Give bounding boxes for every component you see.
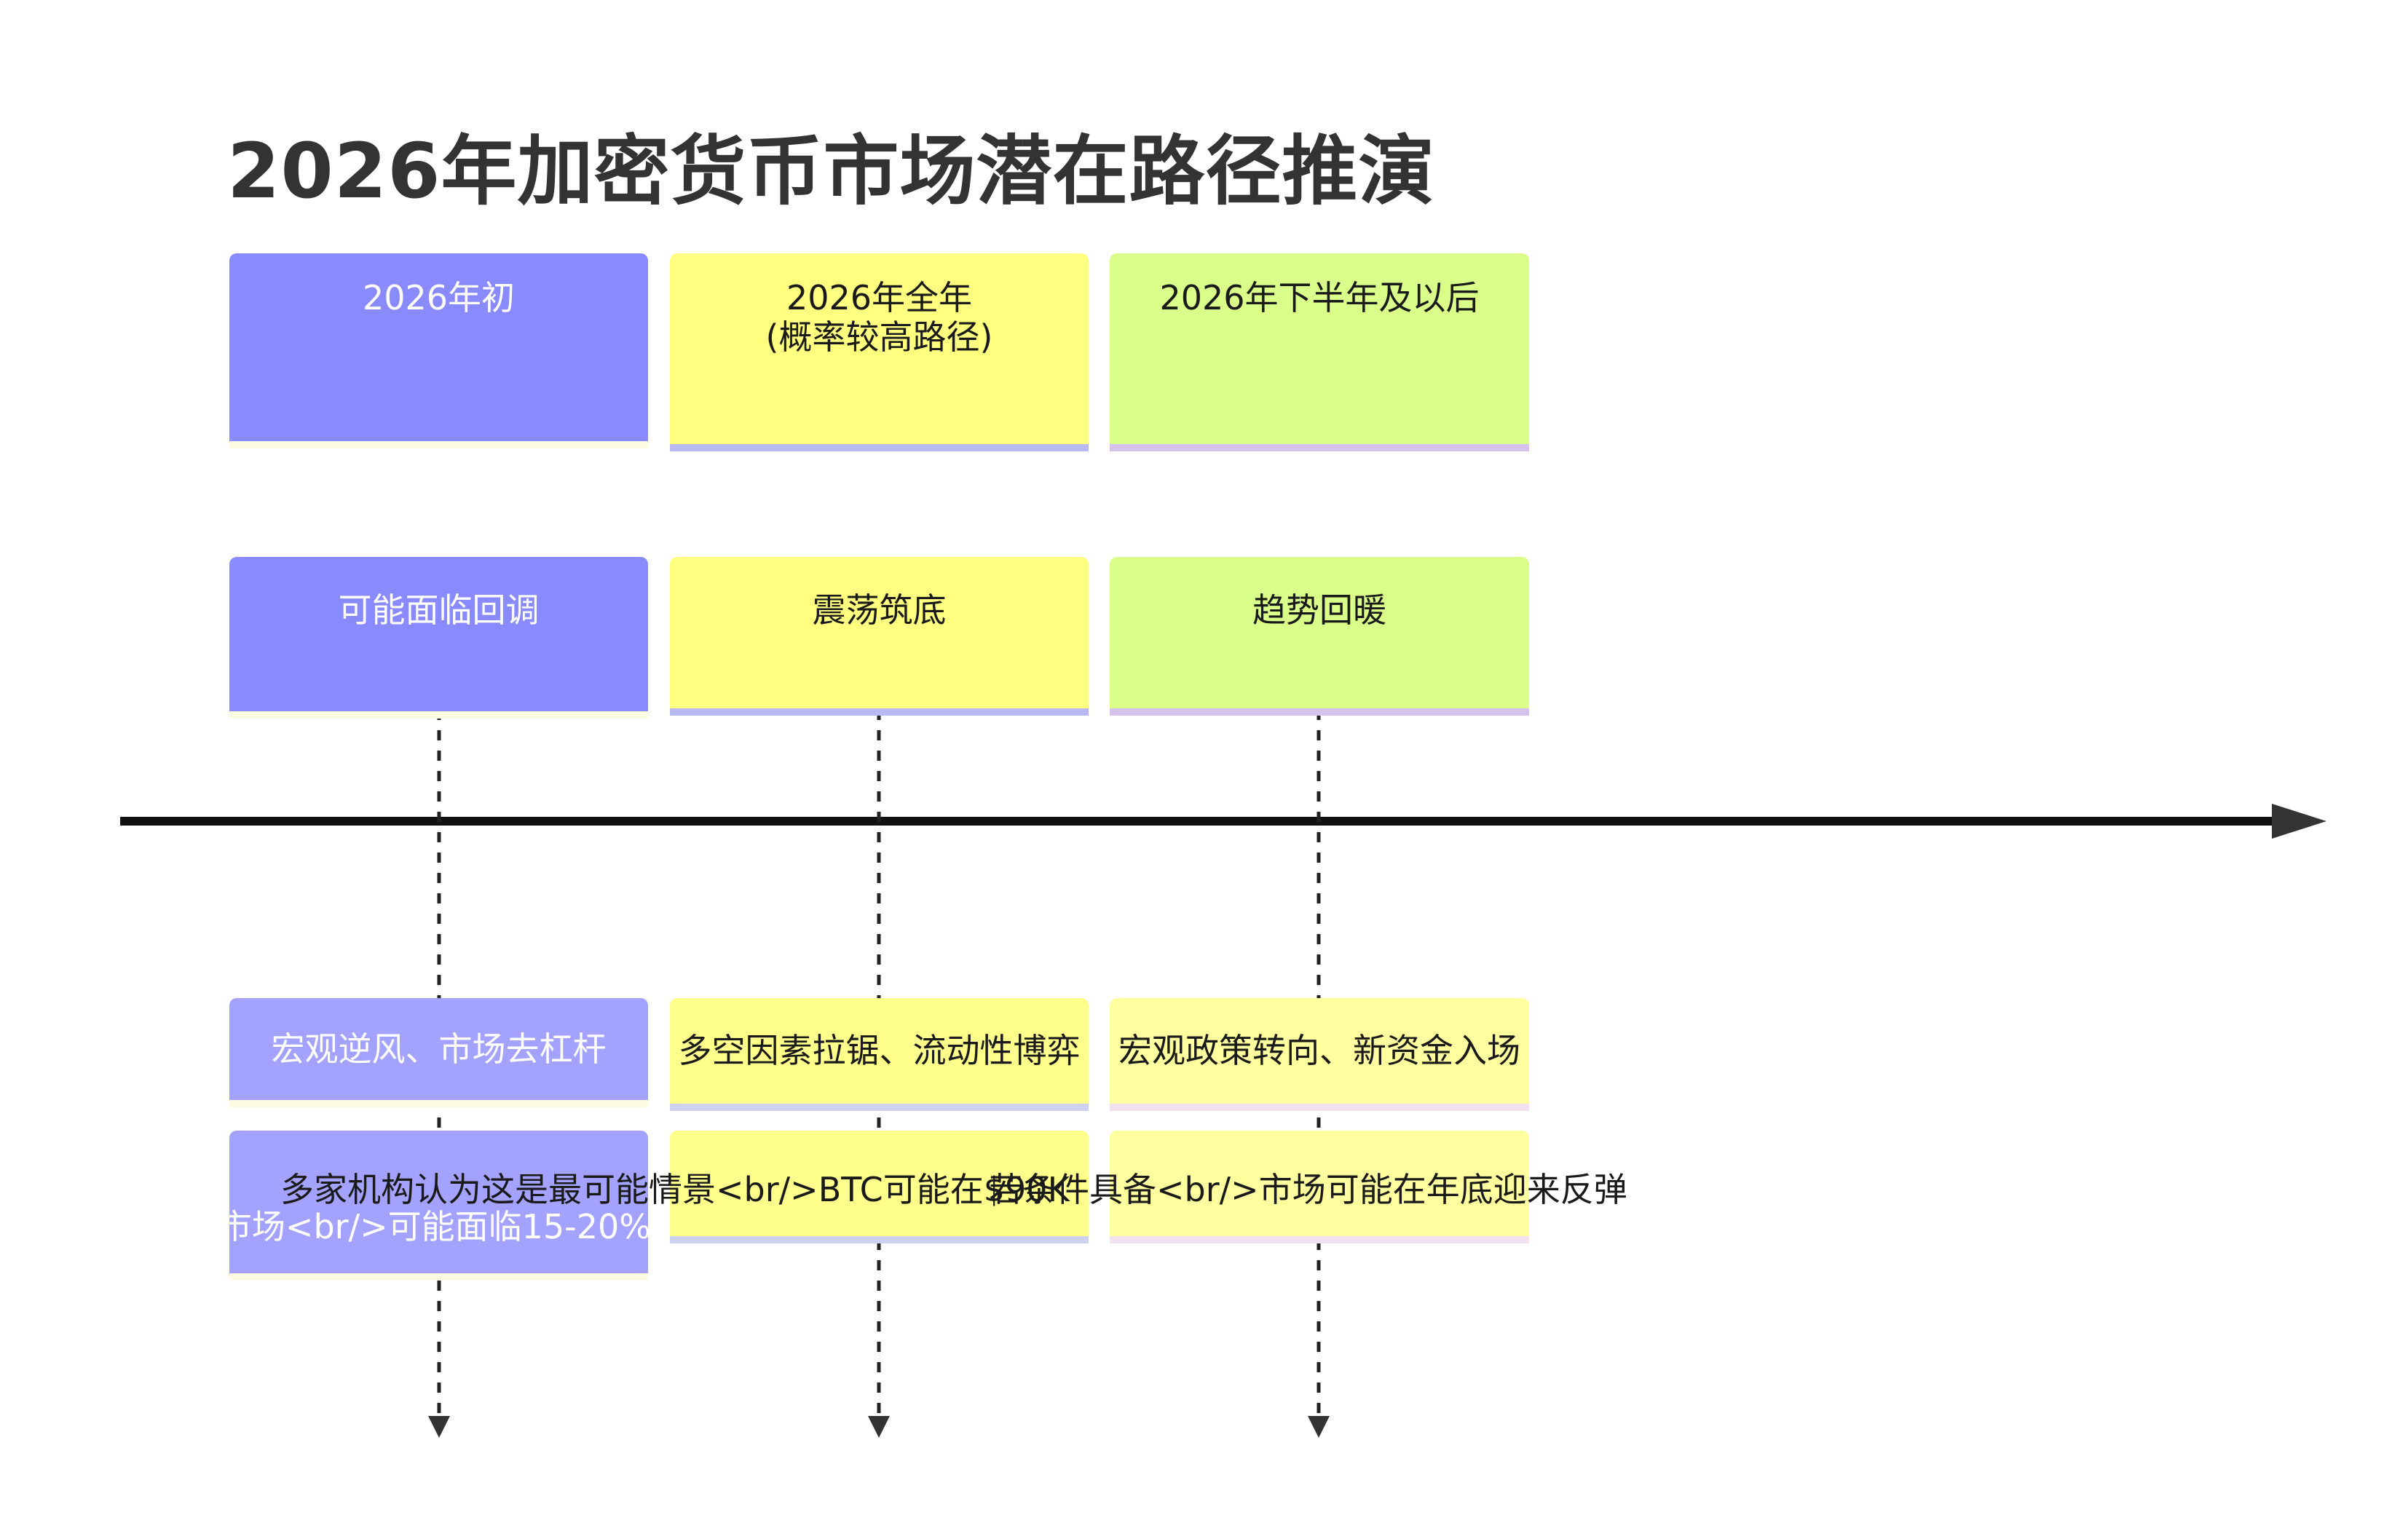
scenario-box-1: 可能面临回调 [229, 557, 648, 719]
driver-box-2: 多空因素拉锯、流动性博弈 [670, 998, 1089, 1111]
note-box-1: 熊市场<br/>可能面临15-20% [229, 1131, 648, 1281]
period-label-3: 2026年下半年及以后 [1159, 278, 1480, 317]
period-box-1: 2026年初 [229, 253, 648, 448]
period-box-3: 2026年下半年及以后 [1110, 253, 1529, 451]
driver-label-2: 多空因素拉锯、流动性博弈 [678, 1031, 1081, 1071]
driver-label-3: 宏观政策转向、新资金入场 [1118, 1031, 1520, 1071]
timeline-axis-arrowhead [2272, 804, 2326, 839]
period-label-1: 2026年初 [362, 278, 516, 317]
note-box-2 [670, 1131, 1089, 1243]
diagram-title: 2026年加密货币市场潜在路径推演 [227, 127, 1435, 215]
scenario-label-3: 趋势回暖 [1252, 590, 1386, 630]
driver-box-1: 宏观逆风、市场去杠杆 [229, 998, 648, 1107]
note-label-1: 熊市场<br/>可能面临15-20% [229, 1206, 648, 1246]
scenario-box-2: 震荡筑底 [670, 557, 1089, 716]
note-label-3: 若条件具备<br/>市场可能在年底迎来反弹 [989, 1170, 1627, 1209]
note-box-3 [1110, 1131, 1529, 1243]
driver-label-1: 宏观逆风、市场去杠杆 [271, 1029, 607, 1069]
scenario-label-1: 可能面临回调 [338, 590, 540, 630]
period-label-2: 2026年全年 (概率较高路径) [765, 278, 993, 357]
note-label-2: 多家机构认为这是最可能情景<br/>BTC可能在$90K [280, 1170, 1070, 1209]
scenario-box-3: 趋势回暖 [1110, 557, 1529, 716]
period-box-2: 2026年全年 (概率较高路径) [670, 253, 1089, 451]
driver-box-3: 宏观政策转向、新资金入场 [1110, 998, 1529, 1111]
scenario-label-2: 震荡筑底 [812, 590, 947, 630]
